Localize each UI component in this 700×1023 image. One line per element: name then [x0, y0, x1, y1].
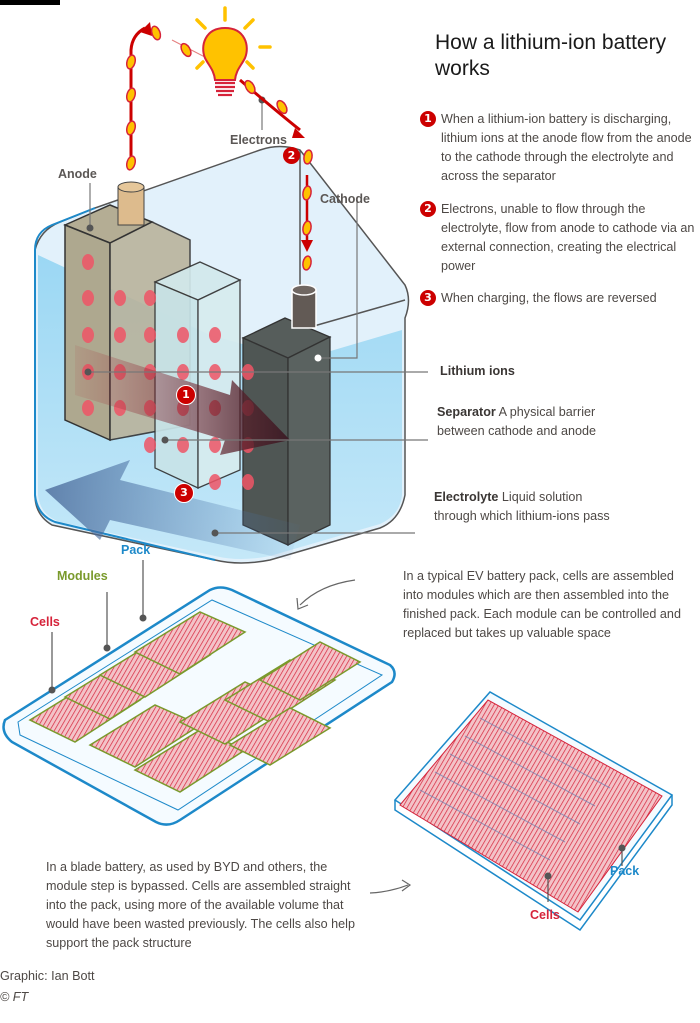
label-lithium-ions: Lithium ions — [440, 364, 515, 378]
diagram-marker-2: 2 — [283, 147, 300, 164]
copyright: © FT — [0, 990, 29, 1004]
diagram-marker-1: 1 — [176, 385, 196, 405]
step-3: 3 When charging, the flows are reversed — [420, 289, 700, 308]
label-blade-cells: Cells — [530, 908, 560, 922]
label-anode: Anode — [58, 167, 97, 181]
light-bulb-icon — [195, 6, 272, 97]
header-rule — [0, 0, 60, 5]
electron-circuit — [125, 22, 313, 271]
step-text: When a lithium-ion battery is dischargin… — [441, 112, 692, 183]
step-number-badge: 1 — [420, 111, 436, 127]
label-blade-pack: Pack — [610, 864, 640, 878]
label-cells: Cells — [30, 615, 60, 629]
step-2: 2 Electrons, unable to flow through the … — [420, 200, 700, 276]
label-pack: Pack — [121, 543, 151, 557]
step-number-badge: 3 — [420, 290, 436, 306]
page-title: How a lithium-ion battery works — [435, 31, 667, 80]
label-electrons: Electrons — [230, 133, 287, 147]
typical-pack-note: In a typical EV battery pack, cells are … — [403, 569, 681, 640]
electrolyte-description: Liquid solution through which lithium-io… — [434, 490, 610, 523]
step-number-badge: 2 — [420, 201, 436, 217]
diagram-marker-3: 3 — [174, 483, 194, 503]
label-cathode: Cathode — [320, 192, 370, 206]
charge-flow-arrow — [45, 460, 300, 560]
graphic-credit: Graphic: Ian Bott — [0, 969, 95, 983]
step-text: When charging, the flows are reversed — [441, 291, 657, 305]
label-electrolyte: Electrolyte Liquid solution through whic… — [434, 488, 614, 526]
blade-battery-pack — [369, 691, 674, 932]
step-text: Electrons, unable to flow through the el… — [441, 202, 695, 273]
typical-ev-pack — [2, 560, 396, 826]
leader-lines — [88, 100, 428, 534]
step-1: 1 When a lithium-ion battery is discharg… — [420, 110, 700, 186]
label-separator: Separator A physical barrier between cat… — [437, 403, 607, 441]
separator-term: Separator — [437, 405, 496, 419]
blade-battery-note: In a blade battery, as used by BYD and o… — [46, 860, 355, 950]
label-modules: Modules — [57, 569, 108, 583]
electrolyte-term: Electrolyte — [434, 490, 499, 504]
battery-modules — [28, 611, 362, 793]
separator-description: A physical barrier between cathode and a… — [437, 405, 596, 438]
